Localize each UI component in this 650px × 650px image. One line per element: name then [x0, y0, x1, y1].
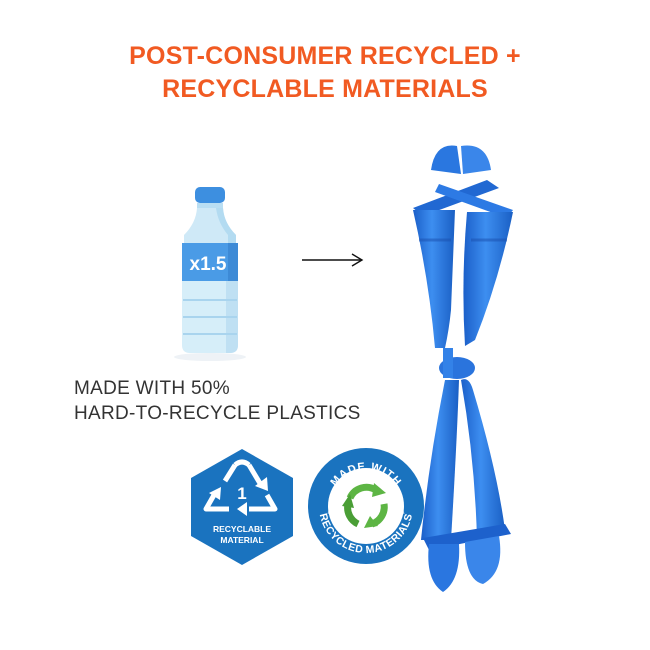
caption: MADE WITH 50% HARD-TO-RECYCLE PLASTICS: [74, 376, 361, 426]
recycle-arrows-icon: [342, 483, 388, 528]
svg-text:MATERIAL: MATERIAL: [220, 535, 263, 545]
caption-line-2: HARD-TO-RECYCLE PLASTICS: [74, 403, 361, 424]
headline: POST-CONSUMER RECYCLED + RECYCLABLE MATE…: [0, 40, 650, 106]
headline-line-1: POST-CONSUMER RECYCLED +: [129, 42, 521, 70]
glove-clip-product-image: [395, 140, 535, 605]
caption-line-1: MADE WITH 50%: [74, 378, 230, 399]
water-bottle-icon: x1.5: [170, 183, 250, 363]
svg-text:1: 1: [237, 484, 246, 503]
svg-text:RECYCLABLE: RECYCLABLE: [213, 524, 271, 534]
headline-line-2: RECYCLABLE MATERIALS: [162, 75, 488, 103]
recycle-triangle-1-icon: [203, 459, 278, 512]
made-with-recycled-materials-badge: MADE WITH RECYCLED MATERIALS: [306, 446, 426, 566]
arrow-right-icon: [300, 250, 366, 270]
recyclable-material-badge: 1 RECYCLABLE MATERIAL: [189, 447, 295, 567]
bottle-label: x1.5: [190, 254, 227, 275]
